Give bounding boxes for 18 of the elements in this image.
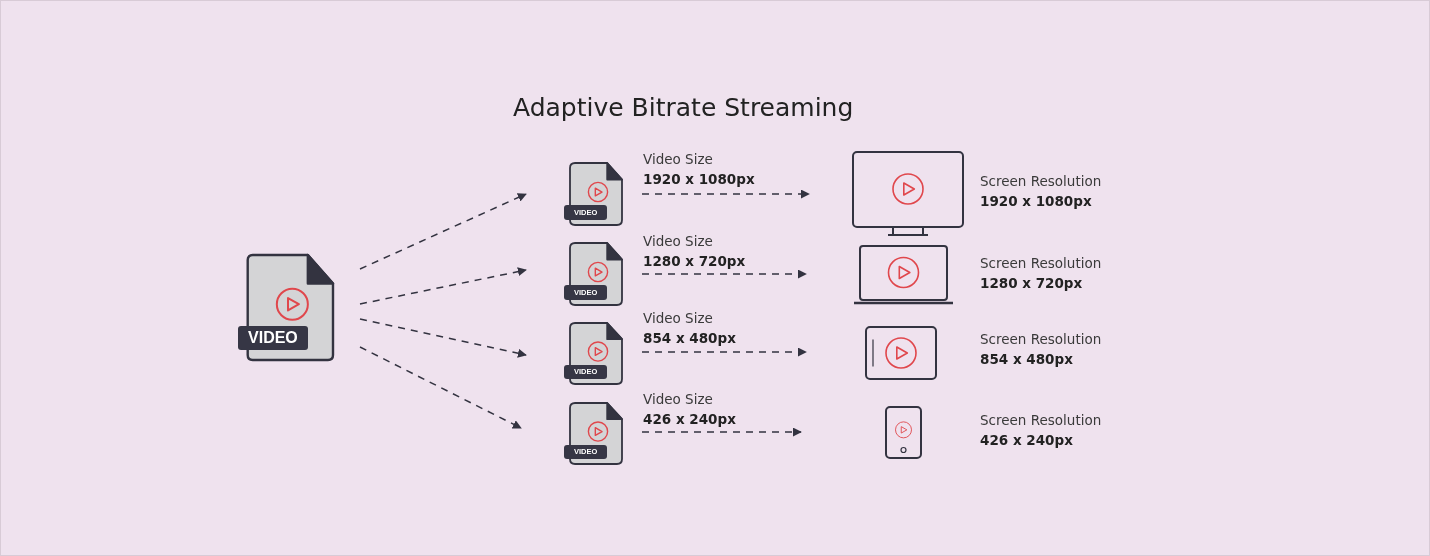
dashed-arrow: [359, 318, 527, 358]
phone-icon: [885, 406, 922, 459]
laptop-icon: [853, 245, 954, 305]
resolution-label: Screen Resolution 1920 x 1080px: [979, 172, 1103, 211]
dashed-arrow: [359, 267, 527, 305]
file-type-tag: VIDEO: [238, 326, 308, 350]
diagram-title: Adaptive Bitrate Streaming: [513, 93, 854, 122]
resolution-label: Screen Resolution 426 x 240px: [979, 411, 1103, 450]
monitor-icon: [852, 151, 964, 237]
dashed-arrow: [641, 347, 807, 357]
dashed-arrow: [641, 189, 810, 199]
dashed-arrow: [641, 269, 807, 279]
dashed-arrow: [359, 346, 522, 429]
dashed-arrow: [359, 193, 527, 270]
resolution-label: Screen Resolution 1280 x 720px: [979, 254, 1103, 293]
tablet-icon: [865, 326, 937, 380]
dashed-arrow: [641, 427, 802, 437]
resolution-label: Screen Resolution 854 x 480px: [979, 330, 1103, 369]
